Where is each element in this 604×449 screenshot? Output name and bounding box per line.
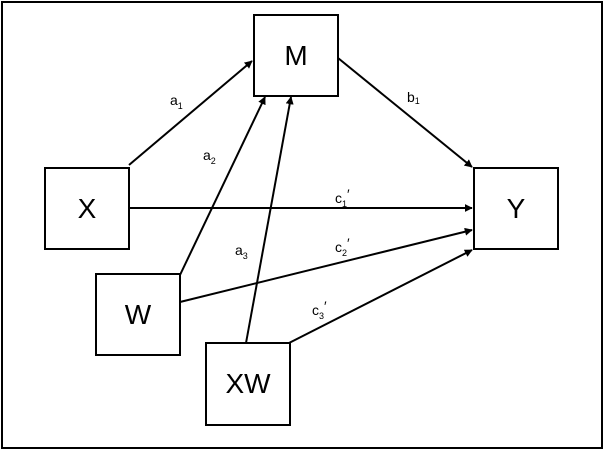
node-x-label: X [77, 192, 97, 224]
node-y: Y [473, 167, 559, 250]
label-a3: a3 [235, 242, 248, 261]
label-c3: c3′ [312, 298, 327, 321]
edge-w-m [179, 96, 266, 276]
label-b1: b1 [407, 89, 420, 106]
edge-x-m [128, 60, 253, 166]
edge-w-y [179, 227, 473, 303]
node-w: W [95, 273, 181, 356]
label-c1: c1′ [335, 186, 350, 209]
node-xw-label: XW [225, 368, 271, 399]
label-c2: c2′ [335, 235, 350, 258]
node-m: M [253, 14, 339, 97]
node-x: X [44, 167, 130, 250]
node-xw: XW [205, 342, 291, 426]
node-m-label: M [284, 39, 308, 71]
edge-xw-m [245, 96, 294, 344]
node-w-label: W [124, 298, 152, 330]
node-y-label: Y [506, 192, 526, 224]
edge-m-y [337, 57, 473, 168]
label-a2: a2 [203, 147, 216, 166]
edge-xw-y [288, 249, 473, 344]
label-a1: a1 [170, 92, 183, 111]
